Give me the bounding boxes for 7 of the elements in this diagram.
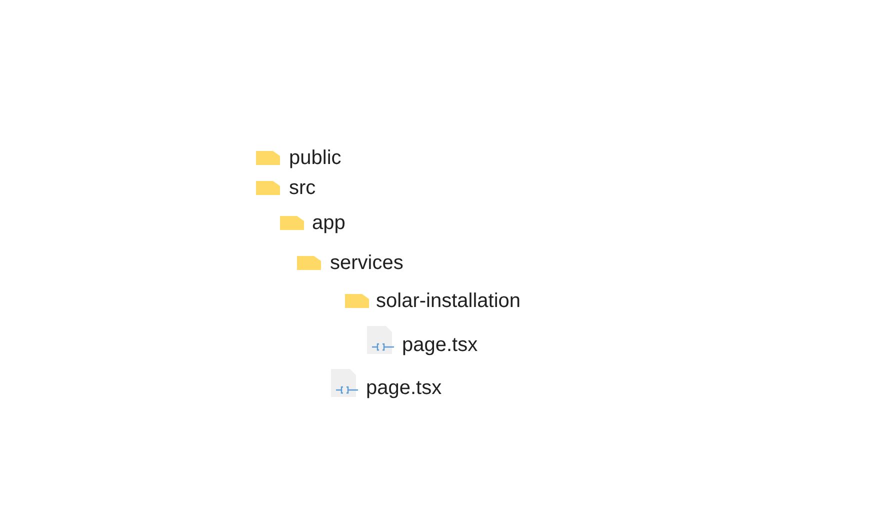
file-name: page.tsx bbox=[366, 376, 442, 400]
folder-name: solar-installation bbox=[376, 289, 521, 313]
file-name: page.tsx bbox=[402, 333, 478, 357]
folder-name: services bbox=[330, 251, 404, 275]
folder-name: app bbox=[312, 211, 346, 235]
folder-name: public bbox=[289, 146, 342, 170]
folder-name: src bbox=[289, 176, 316, 200]
